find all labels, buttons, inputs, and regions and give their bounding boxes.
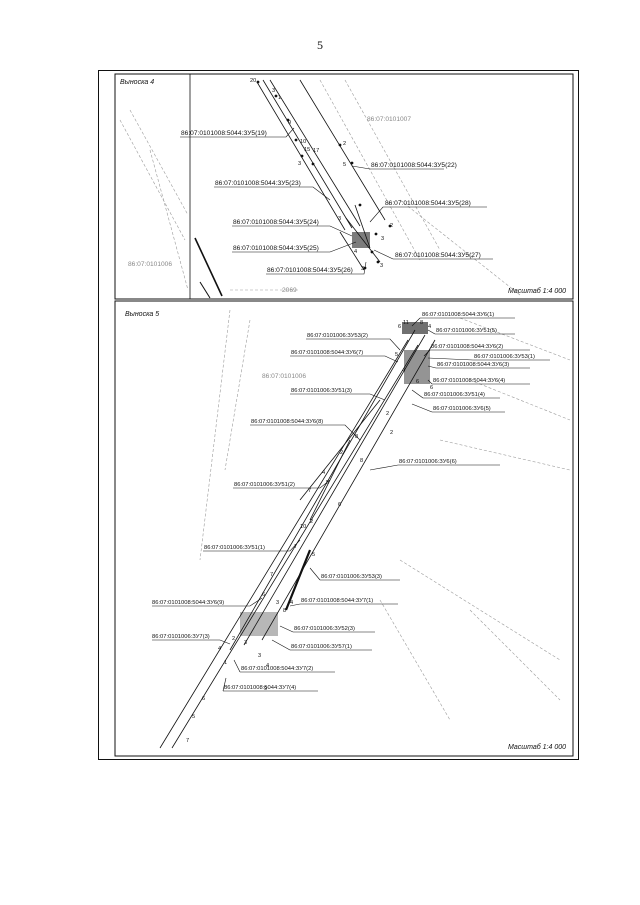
svg-text:7: 7 <box>294 544 297 550</box>
svg-text:4: 4 <box>218 646 221 652</box>
parcel-label: 86:07:0101006:ЗУ51(3) <box>291 388 352 394</box>
parcel-label: 86:07:0101008:5044:ЗУ6(1) <box>422 312 494 318</box>
svg-text:2: 2 <box>232 636 235 642</box>
svg-text:3: 3 <box>381 236 384 242</box>
parcel-label: 86:07:0101006:ЗУ51(2) <box>234 482 295 488</box>
parcel-label: 86:07:0101006:ЗУ7(3) <box>152 634 210 640</box>
page-number: 5 <box>317 38 323 52</box>
svg-text:4: 4 <box>322 470 325 476</box>
parcel-label: 86:07:0101006:ЗУ53(1) <box>474 354 535 360</box>
svg-text:11: 11 <box>403 320 409 326</box>
svg-text:3: 3 <box>258 653 261 659</box>
svg-text:5: 5 <box>312 552 315 558</box>
parcel-label: 86:07:0101008:5044:ЗУ7(2) <box>241 666 313 672</box>
svg-text:6: 6 <box>398 324 401 330</box>
parcel-label: 86:07:0101008:5044:ЗУ6(8) <box>251 419 323 425</box>
svg-text:5: 5 <box>343 162 346 168</box>
parcel-label: 86:07:0101006:ЗУ51(5) <box>436 328 497 334</box>
drawing-sheet <box>98 70 579 760</box>
svg-text:8: 8 <box>283 608 286 614</box>
svg-text:6: 6 <box>202 696 205 702</box>
svg-text:2: 2 <box>343 141 346 147</box>
svg-text:17: 17 <box>313 148 319 154</box>
svg-text:6: 6 <box>416 379 419 385</box>
svg-text:1: 1 <box>224 660 227 666</box>
parcel-label: 86:07:0101008:5044:ЗУ6(4) <box>433 378 505 384</box>
callout-4-scale: Масштаб 1:4 000 <box>508 287 566 295</box>
svg-text:8: 8 <box>355 434 358 440</box>
callout-4-bg-label: 86:07:0101007 <box>367 116 411 123</box>
svg-text:3: 3 <box>380 263 383 269</box>
parcel-label: 86:07:0101006:ЗУ51(4) <box>424 392 485 398</box>
svg-text:4: 4 <box>266 663 269 669</box>
parcel-label: 86:07:0101008:5044:ЗУ5(25) <box>233 245 319 252</box>
parcel-label: 86:07:0101008:5044:ЗУ5(24) <box>233 219 319 226</box>
parcel-label: 86:07:0101006:ЗУ6(6) <box>399 459 457 465</box>
callout-5-scale: Масштаб 1:4 000 <box>508 743 566 751</box>
svg-text:15: 15 <box>304 147 310 153</box>
callout-4-bg-label: 86:07:0101006 <box>128 261 172 268</box>
svg-text:7: 7 <box>186 738 189 744</box>
svg-text:10: 10 <box>300 524 306 530</box>
svg-text:4: 4 <box>428 324 431 330</box>
parcel-label: 86:07:0101006:ЗУ52(3) <box>294 626 355 632</box>
svg-text:20: 20 <box>250 78 256 84</box>
parcel-label: 86:07:0101008:5044:ЗУ6(2) <box>431 344 503 350</box>
svg-text:3: 3 <box>276 600 279 606</box>
parcel-label: 86:07:0101006:ЗУ6(5) <box>433 406 491 412</box>
svg-text:6: 6 <box>338 502 341 508</box>
svg-text:1: 1 <box>278 95 281 101</box>
svg-text:2: 2 <box>390 223 393 229</box>
svg-text:3: 3 <box>361 266 364 272</box>
svg-text:5: 5 <box>326 480 329 486</box>
svg-text:9: 9 <box>288 120 291 126</box>
parcel-label: 86:07:0101008:5044:ЗУ5(27) <box>395 252 481 259</box>
svg-text:7: 7 <box>270 572 273 578</box>
svg-text:7: 7 <box>308 488 311 494</box>
parcel-label: 86:07:0101008:5044:ЗУ5(23) <box>215 180 301 187</box>
svg-text:8: 8 <box>360 458 363 464</box>
parcel-label: 86:07:0101008:5044:ЗУ5(26) <box>267 267 353 274</box>
parcel-label: 86:07:0101008:5044:ЗУ5(19) <box>181 130 267 137</box>
svg-text:6: 6 <box>430 385 433 391</box>
parcel-label: 86:07:0101008:5044:ЗУ7(1) <box>301 598 373 604</box>
parcel-label: 86:07:0101006:ЗУ53(2) <box>307 333 368 339</box>
parcel-label: 86:07:0101008:5044:ЗУ5(22) <box>371 162 457 169</box>
parcel-label: 86:07:0101006:ЗУ51(1) <box>204 545 265 551</box>
callout-5-title: Выноска 5 <box>125 311 159 318</box>
svg-text:10: 10 <box>300 139 306 145</box>
svg-text:3: 3 <box>244 640 247 646</box>
svg-text:6: 6 <box>262 592 265 598</box>
svg-text:9: 9 <box>264 686 267 692</box>
svg-text:5: 5 <box>395 352 398 358</box>
svg-text:2: 2 <box>386 411 389 417</box>
svg-text:2: 2 <box>310 519 313 525</box>
svg-text:2: 2 <box>390 430 393 436</box>
callout-5-bg-label: 86:07:0101006 <box>262 373 306 380</box>
parcel-label: 86:07:0101008:5044:ЗУ6(9) <box>152 600 224 606</box>
parcel-label: 86:07:0101006:ЗУ57(1) <box>291 644 352 650</box>
parcel-label: 86:07:0101008:5044:ЗУ6(3) <box>437 362 509 368</box>
svg-text:3: 3 <box>298 161 301 167</box>
parcel-label: 86:07:0101006:ЗУ53(3) <box>321 574 382 580</box>
callout-4-title: Выноска 4 <box>120 79 154 86</box>
parcel-label: 86:07:0101008:5044:ЗУ6(7) <box>291 350 363 356</box>
svg-text:4: 4 <box>290 600 293 606</box>
svg-text:4: 4 <box>402 368 405 374</box>
parcel-label: 86:07:0101008:5044:ЗУ7(4) <box>224 685 296 691</box>
svg-text:8: 8 <box>420 320 423 326</box>
callout-4-bg-label: 2069 <box>282 287 297 294</box>
parcel-label: 86:07:0101008:5044:ЗУ5(28) <box>385 200 471 207</box>
svg-text:3: 3 <box>272 88 275 94</box>
svg-text:5: 5 <box>192 714 195 720</box>
svg-text:2: 2 <box>340 450 343 456</box>
svg-text:3: 3 <box>338 216 341 222</box>
svg-text:4: 4 <box>354 249 357 255</box>
